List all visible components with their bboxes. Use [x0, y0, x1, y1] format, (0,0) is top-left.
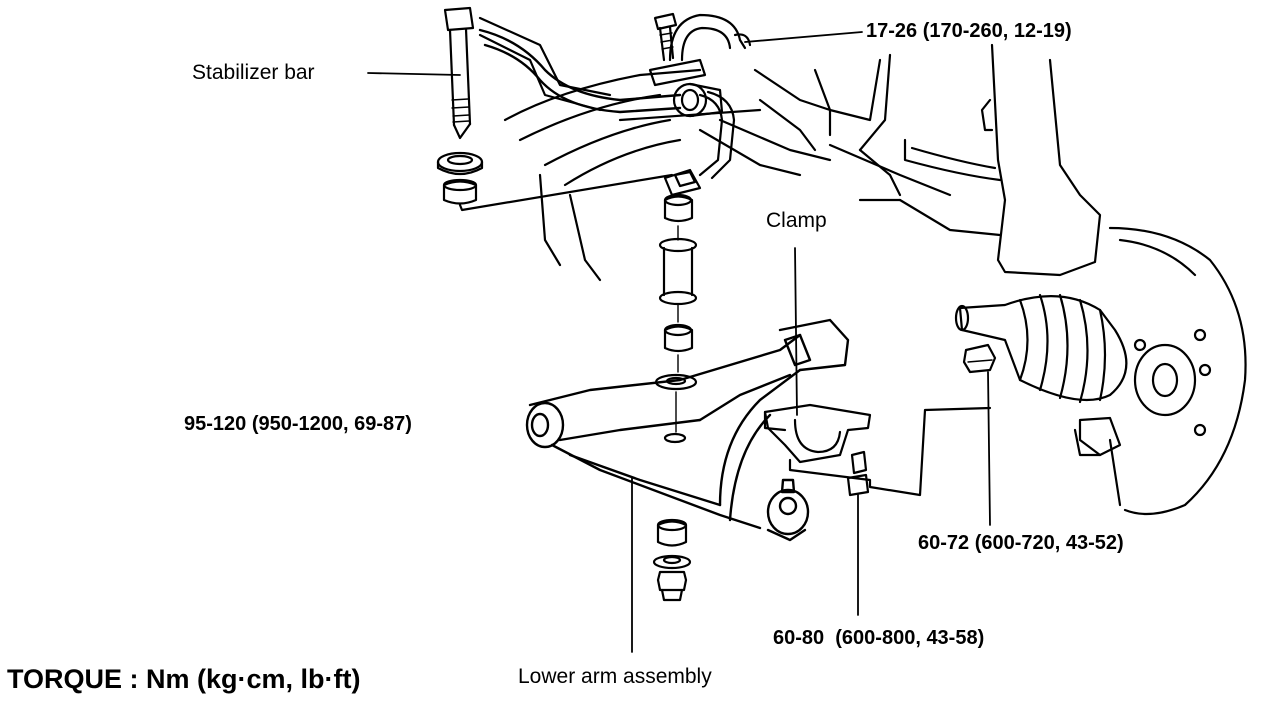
label-torque-60-80: 60-80 (600-800, 43-58) [773, 627, 985, 649]
brake-disc-shield [1108, 226, 1247, 516]
long-bolt-left [443, 6, 475, 140]
bushing-left [442, 178, 478, 205]
frame-link-line [788, 406, 992, 497]
stabilizer-link-end [663, 168, 702, 197]
label-torque-95-120: 95-120 (950-1200, 69-87) [184, 413, 412, 435]
stabilizer-bar [478, 28, 736, 180]
hub-bearing [1133, 328, 1212, 437]
stabilizer-bushing [672, 82, 724, 118]
leader-lines [367, 31, 991, 653]
label-torque-60-72: 60-72 (600-720, 43-52) [918, 532, 1124, 554]
lower-arm [525, 318, 850, 542]
vehicle-body-outline [478, 16, 1002, 282]
bushing-stack-center [654, 193, 698, 444]
label-torque-units: TORQUE : Nm (kg·cm, lb·ft) [7, 664, 361, 694]
label-lower-arm-assembly: Lower arm assembly [518, 665, 712, 688]
rear-clamp-bracket [763, 403, 872, 464]
label-stabilizer-bar: Stabilizer bar [192, 61, 315, 84]
bushing-stack-lower [652, 518, 692, 602]
label-torque-17-26: 17-26 (170-260, 12-19) [866, 20, 1072, 42]
link-axis-line [458, 173, 674, 212]
castle-nut [962, 343, 997, 374]
clamp-bolt-lower [846, 450, 870, 497]
washer-left [436, 151, 484, 176]
stack-axis-line [675, 225, 679, 433]
stabilizer-clamp-bracket [648, 13, 752, 87]
knuckle-lower [1073, 416, 1122, 457]
drive-shaft-boot [954, 293, 1128, 404]
strut-assembly [903, 43, 1102, 277]
label-clamp: Clamp [766, 209, 827, 232]
clamp-bolt-top [653, 12, 678, 62]
